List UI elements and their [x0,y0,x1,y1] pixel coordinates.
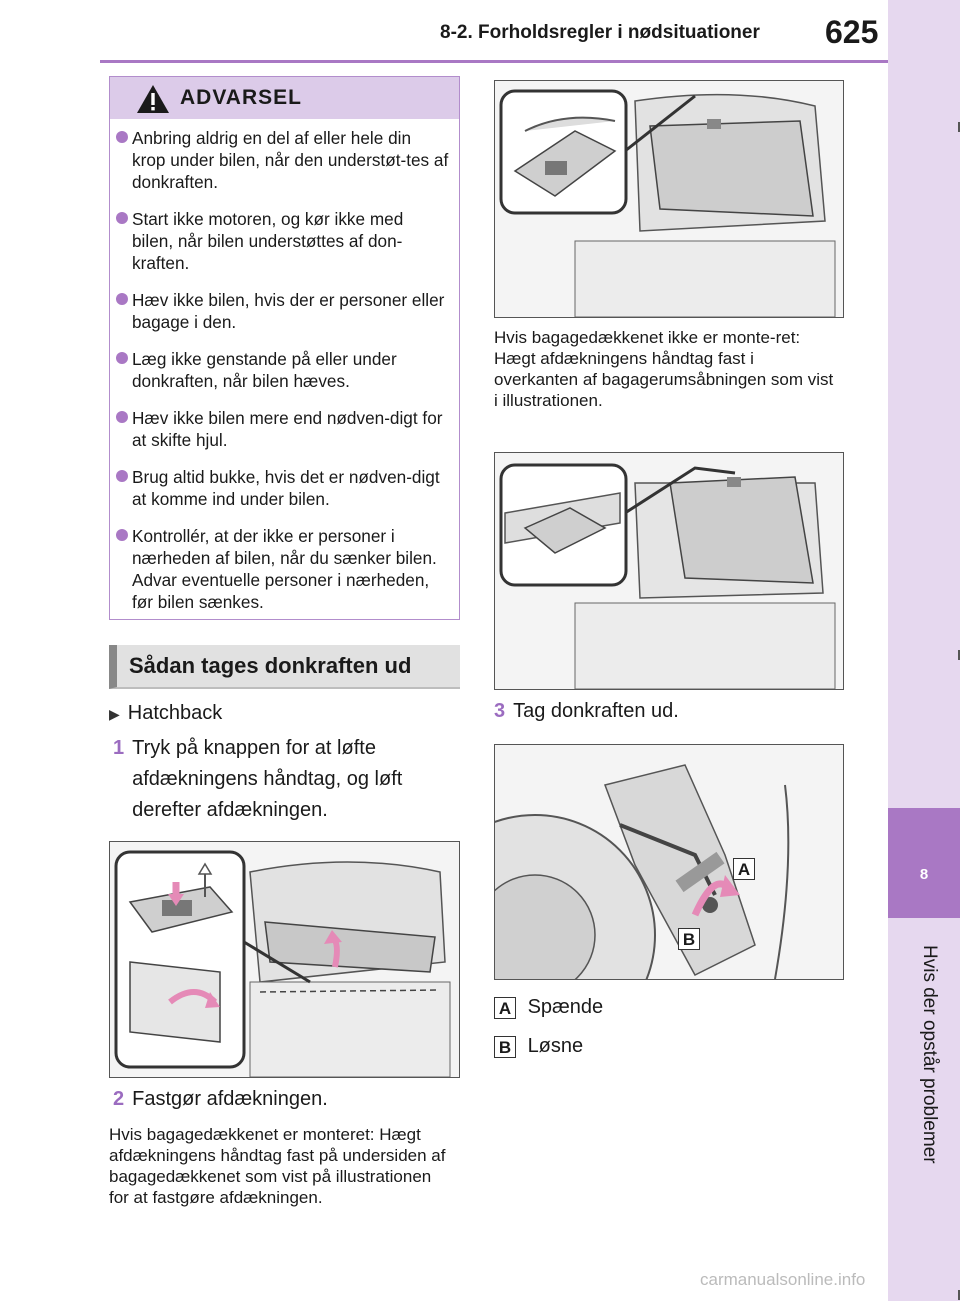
chapter-title: Hvis der opstår problemer [919,945,940,1164]
step-text: Fastgør afdækningen. [132,1088,328,1110]
illustration-hook-on-opening [494,452,844,690]
illustration-hook-under-cover [494,80,844,318]
legend-b-box: B [494,1035,516,1058]
section-heading-text: Sådan tages donkraften ud [129,653,412,678]
warning-label: ADVARSEL [180,86,302,109]
step-text: Tag donkraften ud. [513,700,679,722]
step-number: 1 [113,737,125,759]
warning-item: Hæv ikke bilen, hvis der er personer ell… [110,289,459,333]
legend-tighten: A Spænde [494,992,603,1022]
header-rule [100,60,888,63]
crop-mark [958,1290,960,1300]
illustration-cover-lift [109,841,460,1078]
subhead-text: Hatchback [127,702,223,724]
step-1: 1 Tryk på knappen for at løfte afdækning… [113,733,458,826]
step-number: 3 [494,700,506,722]
warning-item: Start ikke motoren, og kør ikke med bile… [110,208,459,274]
triangle-bullet-icon: ▶ [109,706,120,722]
warning-item: Anbring aldrig en del af eller hele din … [110,127,459,193]
legend-a-box: A [494,996,516,1019]
warning-header: ADVARSEL [110,77,459,119]
step-3: 3 Tag donkraften ud. [494,696,839,726]
legend-a-text: Spænde [527,996,604,1018]
legend-b-text: Løsne [527,1035,584,1057]
step-number: 2 [113,1088,125,1110]
warning-list: Anbring aldrig en del af eller hele din … [110,127,459,628]
chapter-number: 8 [919,866,929,883]
page-number: 625 [825,14,879,50]
warning-box: ADVARSEL Anbring aldrig en del af eller … [109,76,460,620]
note-cover-mounted: Hvis bagagedækkenet er monteret: Hægt af… [109,1125,446,1207]
step-text: Tryk på knappen for at løfte afdækningen… [132,737,403,821]
callout-a: A [733,858,755,880]
callout-b: B [678,928,700,950]
chapter-side-tab [888,0,960,1301]
warning-item: Kontrollér, at der ikke er personer i næ… [110,525,459,613]
section-heading: Sådan tages donkraften ud [109,645,460,689]
step-2: 2 Fastgør afdækningen. [113,1084,458,1114]
note-cover-not-mounted: Hvis bagagedækkenet ikke er monte-ret: H… [494,328,834,410]
warning-item: Brug altid bukke, hvis det er nødven-dig… [110,466,459,510]
warning-item: Hæv ikke bilen mere end nødven-digt for … [110,407,459,451]
crop-mark [958,650,960,660]
warning-item: Læg ikke genstande på eller under donkra… [110,348,459,392]
crop-mark [958,122,960,132]
subhead: ▶ Hatchback [109,698,460,729]
warning-triangle-icon [137,85,169,113]
section-title: 8-2. Forholdsregler i nødsituationer [440,22,760,43]
watermark: carmanualsonline.info [700,1270,866,1289]
chapter-number-tab: 8 [888,808,960,918]
illustration-jack-removal: A B [494,744,844,980]
legend-loosen: B Løsne [494,1031,583,1061]
